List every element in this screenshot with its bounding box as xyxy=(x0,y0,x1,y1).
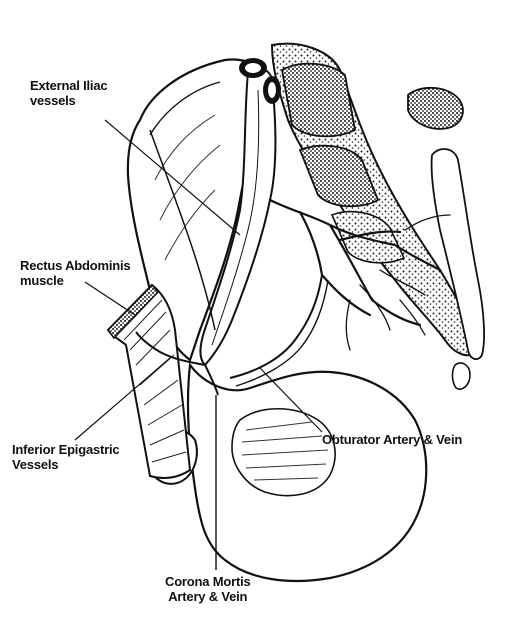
label-corona-mortis: Corona Mortis Artery & Vein xyxy=(165,574,251,604)
label-rectus-line2: muscle xyxy=(20,273,130,288)
label-epigastric-line2: Vessels xyxy=(12,457,119,472)
label-corona-line1: Corona Mortis xyxy=(165,574,251,589)
label-rectus-abdominis: Rectus Abdominis muscle xyxy=(20,258,130,288)
vessel-section-2-lumen xyxy=(268,82,276,98)
label-external-iliac-line1: External Iliac xyxy=(30,78,107,93)
label-obturator-line1: Obturator Artery & Vein xyxy=(322,432,462,447)
label-obturator: Obturator Artery & Vein xyxy=(322,432,462,447)
vessel-section-1-lumen xyxy=(245,63,261,73)
label-corona-line2: Artery & Vein xyxy=(165,589,251,604)
label-epigastric-line1: Inferior Epigastric xyxy=(12,442,119,457)
coccyx-tip xyxy=(452,363,470,389)
label-external-iliac: External Iliac vessels xyxy=(30,78,107,108)
obturator-vessels-2 xyxy=(236,280,328,386)
label-external-iliac-line2: vessels xyxy=(30,93,107,108)
vertebra-block-1 xyxy=(282,64,355,137)
label-rectus-line1: Rectus Abdominis xyxy=(20,258,130,273)
label-inferior-epigastric: Inferior Epigastric Vessels xyxy=(12,442,119,472)
coccyx-piece-1 xyxy=(408,88,463,129)
